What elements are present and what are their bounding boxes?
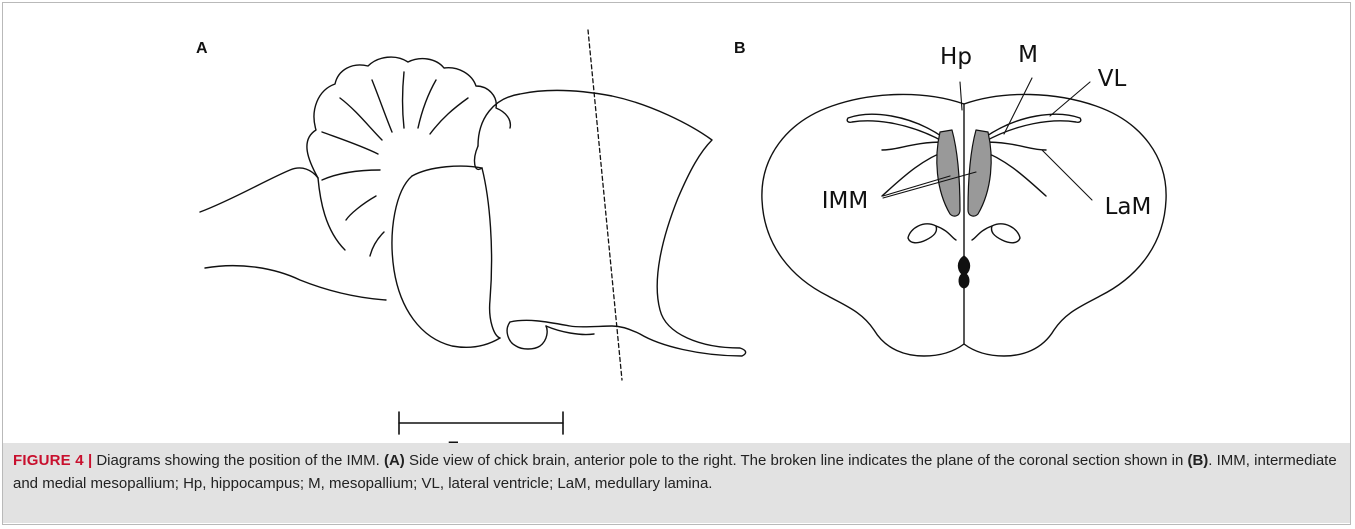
ventral-bump <box>507 322 547 349</box>
caption-ref-a: (A) <box>384 452 405 469</box>
scale-bar <box>399 412 563 434</box>
caption-text-2: Side view of chick brain, anterior pole … <box>405 452 1188 469</box>
label-m: M <box>1018 42 1038 68</box>
figure-label: FIGURE 4 <box>13 452 84 469</box>
figure-caption: FIGURE 4 | Diagrams showing the position… <box>13 449 1338 495</box>
cerebellum-folia <box>340 98 382 140</box>
label-imm: IMM <box>822 188 868 214</box>
optic-lobe-outline <box>392 176 500 347</box>
ventricle-left <box>847 114 944 142</box>
cerebellum-outline <box>307 57 510 178</box>
lamina-left-inner <box>882 142 946 150</box>
structure-right <box>991 224 1020 243</box>
hp-leader <box>960 82 962 110</box>
lam-leader <box>1042 150 1092 200</box>
ventricle-right <box>984 114 1081 142</box>
imm-leader-right <box>883 172 976 198</box>
lamina-right-inner <box>982 142 1046 150</box>
label-lam: LaM <box>1105 194 1152 220</box>
brain-side-view <box>200 30 746 380</box>
caption-text-1: Diagrams showing the position of the IMM… <box>92 452 384 469</box>
brainstem-outline <box>200 168 318 212</box>
imm-left-shading <box>937 130 960 216</box>
caption-ref-b: (B) <box>1187 452 1208 469</box>
brainstem-lower-outline <box>205 266 386 300</box>
structure-left <box>908 224 937 243</box>
hemisphere-outline <box>478 90 746 356</box>
midline-structure <box>959 256 970 288</box>
label-vl: VL <box>1098 66 1127 92</box>
vl-leader <box>1050 82 1090 116</box>
section-plane-line <box>588 30 622 380</box>
label-hp: Hp <box>940 44 972 70</box>
